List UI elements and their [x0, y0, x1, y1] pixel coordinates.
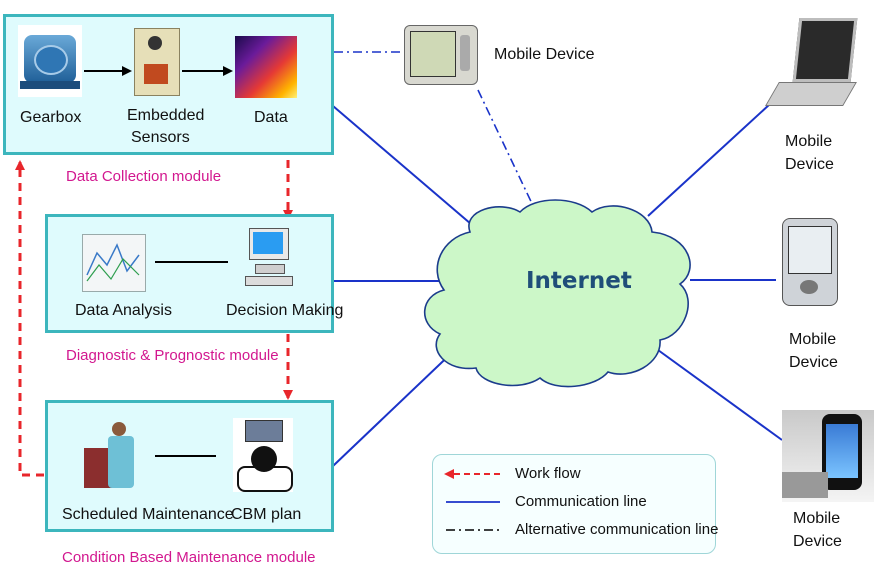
data-analysis-chart-icon: [82, 234, 146, 292]
gearbox-icon: [18, 25, 82, 97]
data-collection-caption: Data Collection module: [66, 168, 222, 185]
comm-line-phone: [657, 349, 783, 441]
laptop-device-label-line1: Mobile: [785, 133, 833, 150]
phone-device-label-line2: Device: [793, 533, 842, 550]
sensor-icon: [134, 24, 180, 96]
gps-device-icon: [404, 21, 478, 87]
scheduled-maintenance-label: Scheduled Maintenance: [62, 506, 234, 523]
comm-line-maintenance: [332, 344, 461, 467]
pda-device-label-line1: Mobile: [789, 331, 837, 348]
sensors-label-line1: Embedded: [127, 107, 205, 124]
mobile-device-top-label: Mobile Device: [494, 46, 595, 63]
sensors-label-line2: Sensors: [131, 129, 190, 146]
decision-making-label: Decision Making: [226, 302, 344, 319]
pda-icon: [778, 218, 842, 308]
computer-icon: [245, 228, 293, 288]
legend-workflow-label: Work flow: [515, 465, 581, 482]
legend-alternative-label: Alternative communication line: [515, 521, 719, 538]
comm-line-laptop: [647, 103, 771, 217]
phone-device-label-line1: Mobile: [793, 510, 841, 527]
legend-communication-label: Communication line: [515, 493, 647, 510]
legend-box: [432, 454, 716, 554]
diagnostic-caption: Diagnostic & Prognostic module: [66, 347, 279, 364]
internet-label: Internet: [526, 268, 632, 294]
cbm-plan-icon: [233, 418, 293, 492]
maintenance-caption: Condition Based Maintenance module: [62, 549, 316, 566]
cbm-plan-label: CBM plan: [231, 506, 302, 523]
data-label: Data: [254, 109, 288, 126]
alt-comm-line-device-cloud: [477, 89, 537, 213]
thermal-image-icon: [235, 36, 297, 98]
gearbox-label: Gearbox: [20, 109, 82, 126]
data-analysis-label: Data Analysis: [75, 302, 172, 319]
workflow-arrow-return: [15, 160, 44, 477]
comm-line-collection: [332, 105, 479, 231]
laptop-device-label-line2: Device: [785, 156, 834, 173]
pda-device-label-line2: Device: [789, 354, 838, 371]
phone-icon: [782, 410, 874, 502]
technician-icon: [84, 418, 142, 492]
